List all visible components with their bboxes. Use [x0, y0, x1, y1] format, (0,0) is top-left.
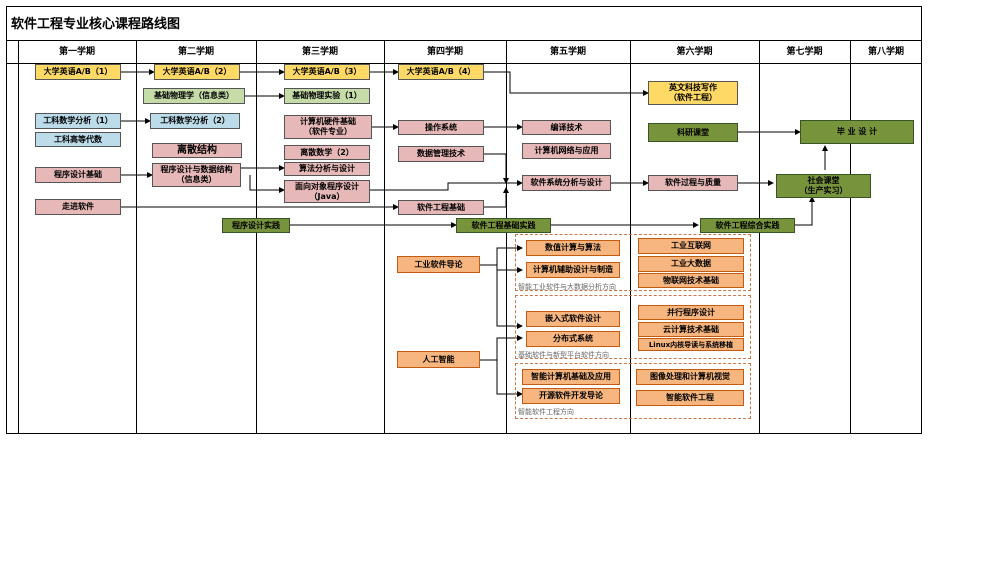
- course-node-intelligent-computing[interactable]: 智能计算机基础及应用: [522, 369, 620, 385]
- direction-group-platform: [515, 295, 751, 359]
- course-node-english-2[interactable]: 大学英语A/B（2）: [154, 64, 240, 80]
- course-node-prog-ds[interactable]: 程序设计与数据结构 （信息类）: [152, 163, 241, 187]
- course-node-se-practice-comprehensive[interactable]: 软件工程综合实践: [700, 218, 795, 233]
- direction-group-intelligent: [515, 363, 751, 419]
- course-node-industrial-bigdata[interactable]: 工业大数据: [638, 256, 744, 272]
- semester-header-7: 第七学期: [786, 47, 823, 57]
- course-node-english-4[interactable]: 大学英语A/B（4）: [398, 64, 484, 80]
- column-divider: [506, 40, 507, 434]
- course-node-intro-software[interactable]: 走进软件: [35, 199, 121, 215]
- column-divider: [759, 40, 760, 434]
- semester-header-4: 第四学期: [426, 47, 463, 57]
- course-node-sci-writing[interactable]: 英文科技写作 （软件工程）: [648, 81, 738, 105]
- column-divider: [136, 40, 137, 434]
- course-node-process-quality[interactable]: 软件过程与质量: [648, 175, 738, 191]
- course-node-hardware[interactable]: 计算机硬件基础 （软件专业）: [284, 115, 372, 139]
- column-divider: [630, 40, 631, 434]
- column-divider: [256, 40, 257, 434]
- course-node-social[interactable]: 社会课堂 （生产实习）: [776, 174, 871, 198]
- course-node-parallel[interactable]: 并行程序设计: [638, 305, 744, 320]
- course-node-cloud[interactable]: 云计算技术基础: [638, 322, 744, 337]
- course-node-distributed[interactable]: 分布式系统: [526, 331, 620, 347]
- semester-header-8: 第八学期: [867, 47, 904, 57]
- course-node-physics-lab[interactable]: 基础物理实验（1）: [284, 88, 370, 104]
- direction-label: 智能工业软件与大数据分析方向: [518, 283, 616, 291]
- direction-group-industrial: [515, 234, 751, 291]
- course-node-se-practice-basic[interactable]: 软件工程基础实践: [456, 218, 551, 233]
- course-node-numerical[interactable]: 数值计算与算法: [526, 240, 620, 256]
- course-node-sys-analysis[interactable]: 软件系统分析与设计: [522, 175, 611, 191]
- course-node-discrete-2[interactable]: 离散数学（2）: [284, 145, 370, 160]
- course-node-english-3[interactable]: 大学英语A/B（3）: [284, 64, 370, 80]
- semester-header-3: 第三学期: [301, 47, 338, 57]
- course-node-physics[interactable]: 基础物理学（信息类）: [143, 88, 245, 104]
- semester-header-1: 第一学期: [58, 47, 95, 57]
- column-divider: [850, 40, 851, 434]
- course-node-linux[interactable]: Linux内核导读与系统移植: [638, 338, 744, 351]
- page-title: 软件工程专业核心课程路线图: [11, 17, 181, 32]
- header-bottom-line: [6, 63, 922, 64]
- course-node-opensource[interactable]: 开源软件开发导论: [522, 388, 620, 404]
- roadmap-frame: [6, 6, 922, 434]
- course-node-network[interactable]: 计算机网络与应用: [522, 143, 611, 159]
- course-node-math-2[interactable]: 工科数学分析（2）: [150, 113, 240, 129]
- semester-header-5: 第五学期: [549, 47, 586, 57]
- header-top-line: [6, 40, 922, 41]
- column-divider: [384, 40, 385, 434]
- course-node-iot[interactable]: 物联网技术基础: [638, 273, 744, 288]
- direction-label: 基础软件与新型平台软件方向: [518, 351, 609, 359]
- course-node-discrete[interactable]: 离散结构: [152, 143, 242, 158]
- course-node-graduation[interactable]: 毕 业 设 计: [800, 120, 914, 144]
- course-node-prog-practice[interactable]: 程序设计实践: [222, 218, 290, 233]
- course-node-math-1[interactable]: 工科数学分析（1）: [35, 113, 121, 129]
- course-node-english-1[interactable]: 大学英语A/B（1）: [35, 64, 121, 80]
- direction-label: 智能软件工程方向: [518, 408, 574, 416]
- course-node-algorithms[interactable]: 算法分析与设计: [284, 162, 370, 176]
- column-divider: [18, 40, 19, 434]
- course-node-cad[interactable]: 计算机辅助设计与制造: [526, 262, 620, 278]
- course-node-database[interactable]: 数据管理技术: [398, 146, 484, 162]
- course-node-iiot[interactable]: 工业互联网: [638, 238, 744, 254]
- course-node-image-processing[interactable]: 图像处理和计算机视觉: [636, 369, 744, 385]
- course-node-research[interactable]: 科研课堂: [648, 123, 738, 142]
- course-node-oop-java[interactable]: 面向对象程序设计 （Java）: [284, 180, 370, 203]
- course-node-industrial-sw[interactable]: 工业软件导论: [397, 256, 480, 273]
- semester-header-2: 第二学期: [177, 47, 214, 57]
- course-node-se-basics[interactable]: 软件工程基础: [398, 200, 484, 215]
- course-node-ai[interactable]: 人工智能: [397, 351, 480, 368]
- course-node-intelligent-se[interactable]: 智能软件工程: [636, 390, 744, 406]
- course-node-linear-algebra[interactable]: 工科高等代数: [35, 132, 121, 147]
- semester-header-6: 第六学期: [676, 47, 713, 57]
- course-node-prog-basics[interactable]: 程序设计基础: [35, 167, 121, 183]
- course-node-compiler[interactable]: 编译技术: [522, 120, 611, 135]
- course-node-embedded[interactable]: 嵌入式软件设计: [526, 311, 620, 327]
- course-node-os[interactable]: 操作系统: [398, 120, 484, 135]
